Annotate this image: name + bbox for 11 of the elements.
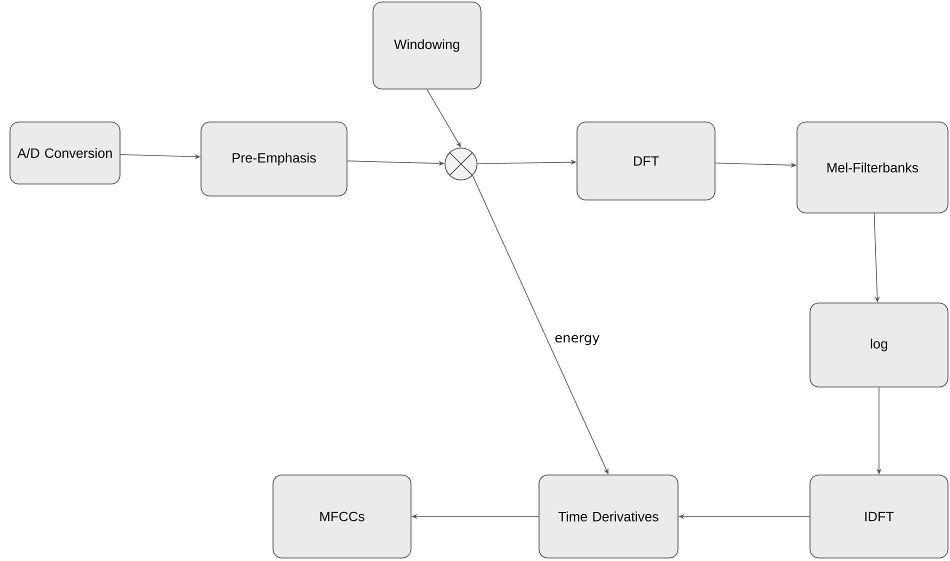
process-box: DFT [576, 122, 716, 200]
process-box: MFCCs [272, 474, 412, 558]
process-box: Windowing [372, 2, 482, 90]
process-box: IDFT [810, 474, 948, 558]
edge-label: energy [555, 335, 600, 346]
process-box: Time Derivatives [538, 474, 678, 558]
multiplier-symbol [444, 148, 478, 180]
process-box: Pre-Emphasis [200, 122, 348, 196]
process-box: log [810, 302, 948, 388]
process-box: A/D Conversion [10, 122, 120, 184]
process-box: Mel-Filterbanks [796, 122, 948, 214]
